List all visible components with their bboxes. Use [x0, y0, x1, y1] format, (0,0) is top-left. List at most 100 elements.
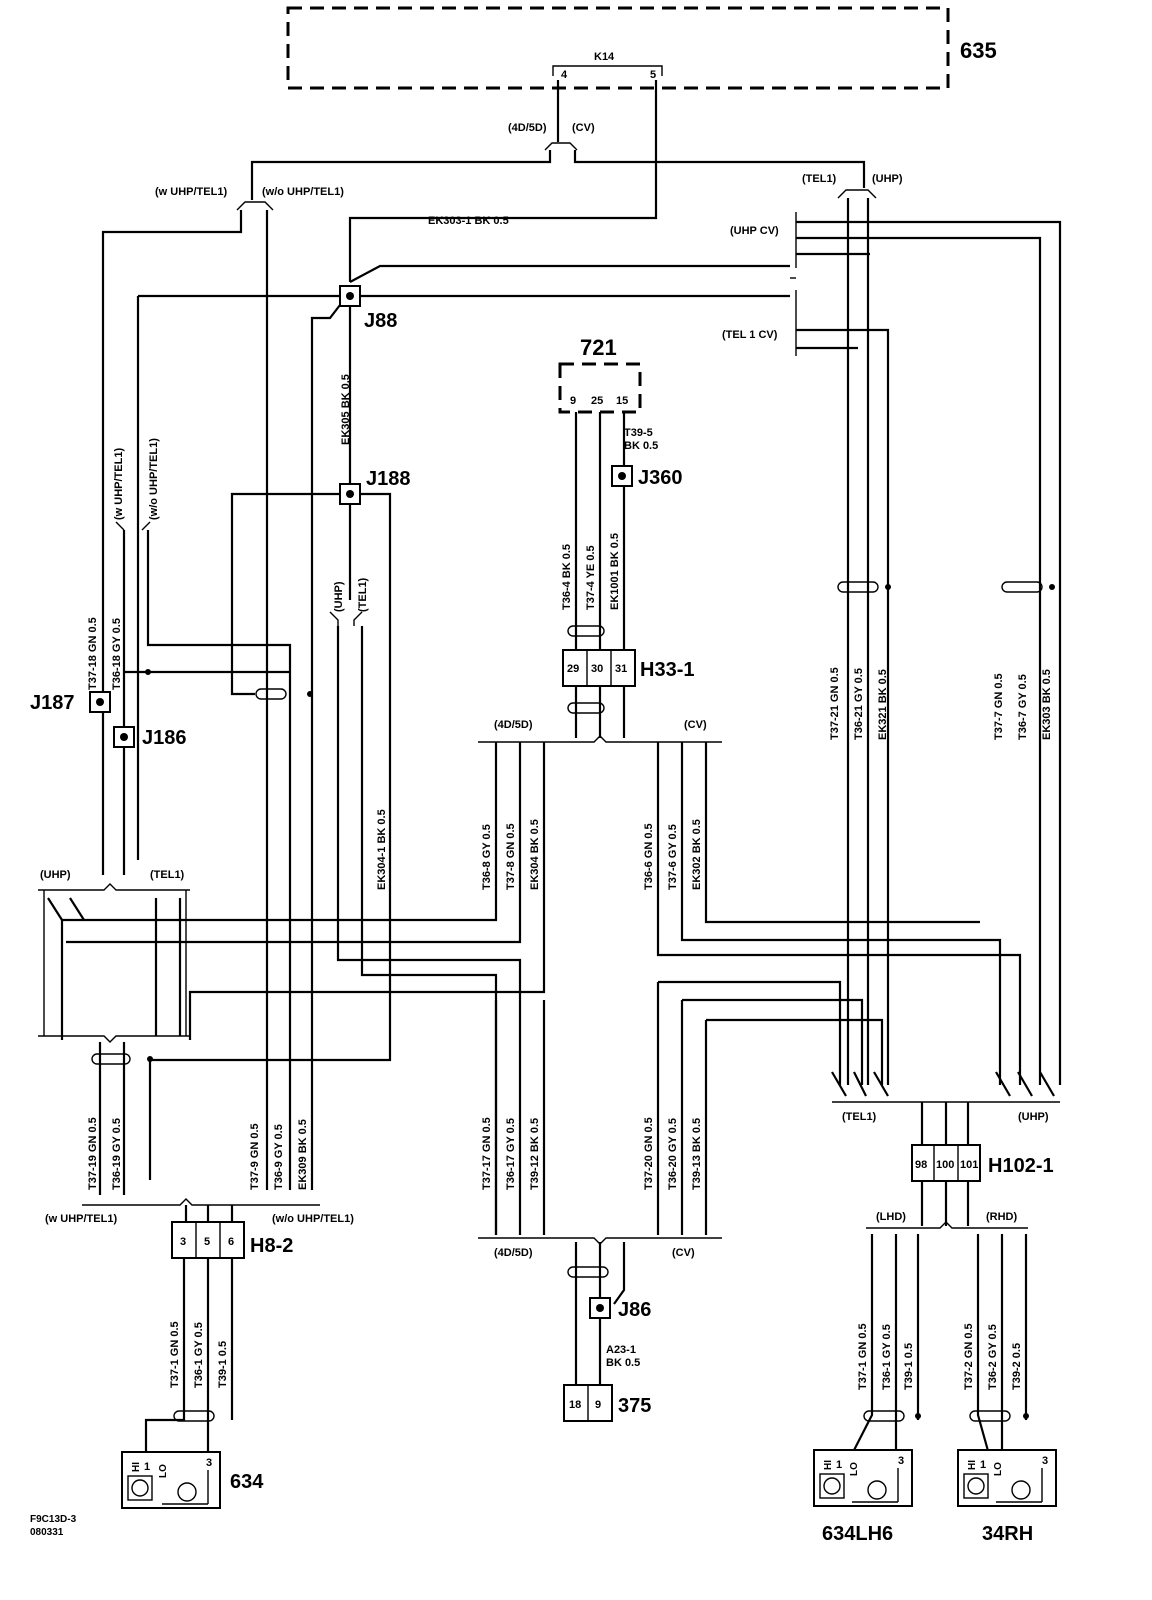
- h33-pin-1: 30: [591, 663, 603, 675]
- splice-j88: J88: [364, 310, 397, 332]
- connector-h33-1: 29 30 31 H33-1: [562, 649, 694, 687]
- wire-t37-8: T37-8 GN 0.5: [505, 823, 517, 890]
- wire-t39-1-lh: T39-1 0.5: [903, 1343, 915, 1390]
- splice-j186: J186: [142, 727, 187, 749]
- mic-34rh-hi: HI: [967, 1460, 978, 1470]
- wire-t37-17: T37-17 GN 0.5: [481, 1117, 493, 1190]
- wire-t39-5: T39-5: [624, 427, 653, 439]
- wire-a23-1: A23-1: [606, 1344, 636, 1356]
- mic-634lh6-hi: HI: [823, 1460, 834, 1470]
- wire-ek1001: EK1001 BK 0.5: [609, 533, 621, 610]
- variant-cv-bot: (CV): [672, 1247, 695, 1259]
- wire-t36-9: T36-9 GY 0.5: [273, 1124, 285, 1190]
- mic-634lh6: HI 1 LO 3 634LH6: [813, 1449, 913, 1545]
- wire-a23-1-b: BK 0.5: [606, 1357, 640, 1369]
- connector-375-label: 375: [618, 1395, 651, 1417]
- variant-4d5d-mid: (4D/5D): [494, 719, 533, 731]
- mic-634: HI 1 LO 3 634: [121, 1451, 264, 1509]
- mic-634-hi: HI: [131, 1462, 142, 1472]
- wire-t37-9: T37-9 GN 0.5: [249, 1123, 261, 1190]
- connector-h102-1: 98 100 101 H102-1: [911, 1144, 1054, 1182]
- wire-t36-1: T36-1 GY 0.5: [193, 1322, 205, 1388]
- variant-wo-uhp-tel1-bot: (w/o UHP/TEL1): [272, 1213, 354, 1225]
- mic-634-pin-3: 3: [206, 1457, 212, 1469]
- module-635: 635 K14 4 5: [286, 6, 997, 90]
- mic-634lh6-label: 634LH6: [822, 1523, 893, 1545]
- wire-t37-18: T37-18 GN 0.5: [87, 617, 99, 690]
- variant-lhd: (LHD): [876, 1211, 906, 1223]
- variant-4d5d-bot: (4D/5D): [494, 1247, 533, 1259]
- mic-634-lo: LO: [158, 1464, 169, 1478]
- wire-t39-12: T39-12 BK 0.5: [529, 1118, 541, 1190]
- wire-t37-21: T37-21 GN 0.5: [829, 667, 841, 740]
- mic-634lh6-pin-3: 3: [898, 1455, 904, 1467]
- variant-tel1-v: (TEL1): [357, 577, 369, 612]
- wire-t39-13: T39-13 BK 0.5: [691, 1118, 703, 1190]
- splice-j86: J86: [618, 1299, 651, 1321]
- k14-wires: [250, 80, 866, 282]
- variant-uhp-left: (UHP): [40, 869, 71, 881]
- variant-4d5d-top: (4D/5D): [508, 122, 547, 134]
- h102-pin-2: 101: [960, 1159, 978, 1171]
- mic-634lh6-pin-1: 1: [836, 1459, 842, 1471]
- variant-rhd: (RHD): [986, 1211, 1017, 1223]
- wire-t37-4: T37-4 YE 0.5: [585, 545, 597, 610]
- module-721: 721: [580, 335, 617, 360]
- variant-tel1-cv: (TEL 1 CV): [722, 329, 778, 341]
- variant-w-uhp-tel1-v: (w UHP/TEL1): [113, 448, 125, 520]
- variant-tel1-right: (TEL1): [842, 1111, 877, 1123]
- connector-h102-1-label: H102-1: [988, 1155, 1054, 1177]
- wire-ek304: EK304 BK 0.5: [529, 819, 541, 890]
- wire-ek305: EK305 BK 0.5: [340, 374, 352, 445]
- variant-uhp-cv: (UHP CV): [730, 225, 779, 237]
- wire-ek321: EK321 BK 0.5: [877, 669, 889, 740]
- splice-j360: J360: [638, 467, 683, 489]
- h102-pin-1: 100: [936, 1159, 954, 1171]
- variant-cv-top: (CV): [572, 122, 595, 134]
- connector-h8-2-label: H8-2: [250, 1235, 293, 1257]
- wire-t37-6: T37-6 GY 0.5: [667, 824, 679, 890]
- h102-pin-0: 98: [915, 1159, 927, 1171]
- wire-ek304-1: EK304-1 BK 0.5: [376, 809, 388, 890]
- k14-pin-5: 5: [650, 69, 656, 81]
- k14-label: K14: [594, 51, 615, 63]
- wire-t39-1: T39-1 0.5: [217, 1341, 229, 1388]
- wire-ek303-1: EK303-1 BK 0.5: [428, 215, 509, 227]
- mic-34rh-pin-1: 1: [980, 1459, 986, 1471]
- mic-634lh6-lo: LO: [849, 1462, 860, 1476]
- 721-pin-0: 9: [570, 395, 576, 407]
- wire-t36-2: T36-2 GY 0.5: [987, 1324, 999, 1390]
- footer-code: F9C13D-3: [30, 1514, 77, 1525]
- module-635-label: 635: [960, 38, 997, 63]
- variant-wo-uhp-tel1: (w/o UHP/TEL1): [262, 186, 344, 198]
- wire-t37-1-lh: T37-1 GN 0.5: [857, 1323, 869, 1390]
- 721-pin-1: 25: [591, 395, 603, 407]
- h8-pin-1: 5: [204, 1236, 210, 1248]
- mic-34rh-label: 34RH: [982, 1523, 1033, 1545]
- variant-w-uhp-tel1-bot: (w UHP/TEL1): [45, 1213, 117, 1225]
- 375-pin-0: 18: [569, 1399, 581, 1411]
- wire-ek303: EK303 BK 0.5: [1041, 669, 1053, 740]
- variant-uhp-right: (UHP): [1018, 1111, 1049, 1123]
- footer-date: 080331: [30, 1527, 64, 1538]
- connector-h8-2: 3 5 6 H8-2: [171, 1221, 293, 1259]
- h8-pin-0: 3: [180, 1236, 186, 1248]
- mic-34rh-lo: LO: [993, 1462, 1004, 1476]
- variant-uhp-top: (UHP): [872, 173, 903, 185]
- wire-t37-20: T37-20 GN 0.5: [643, 1117, 655, 1190]
- wire-t36-19: T36-19 GY 0.5: [111, 1118, 123, 1190]
- wire-t36-1-lh: T36-1 GY 0.5: [881, 1324, 893, 1390]
- variant-wo-uhp-tel1-v: (w/o UHP/TEL1): [148, 438, 160, 520]
- wire-t36-4: T36-4 BK 0.5: [561, 544, 573, 610]
- variant-tel1-top: (TEL1): [802, 173, 837, 185]
- h8-pin-2: 6: [228, 1236, 234, 1248]
- variant-uhp-v: (UHP): [333, 581, 345, 612]
- wire-t36-17: T36-17 GY 0.5: [505, 1118, 517, 1190]
- wire-ek302: EK302 BK 0.5: [691, 819, 703, 890]
- splice-j188: J188: [366, 468, 411, 490]
- wire-t37-19: T37-19 GN 0.5: [87, 1117, 99, 1190]
- mic-34rh-pin-3: 3: [1042, 1455, 1048, 1467]
- wire-t36-7: T36-7 GY 0.5: [1017, 674, 1029, 740]
- h33-pin-2: 31: [615, 663, 627, 675]
